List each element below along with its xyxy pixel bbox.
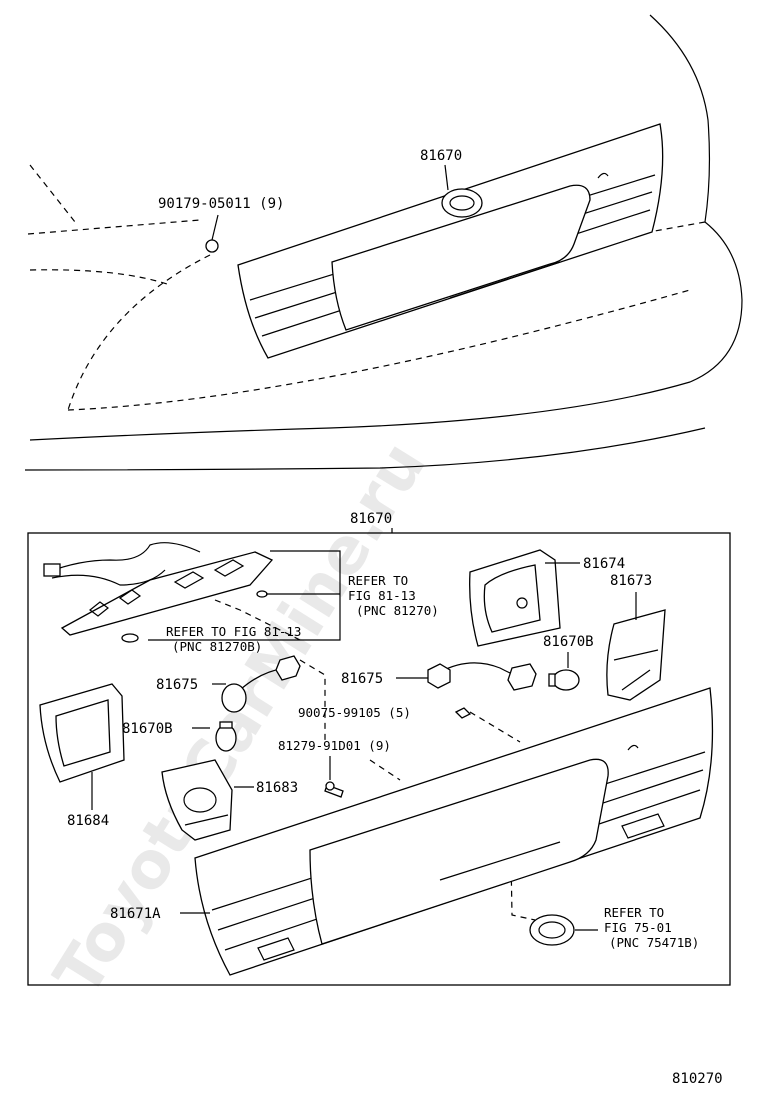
label-gasket-right: 81674: [583, 556, 625, 572]
top-emblem: [441, 188, 483, 218]
refer-bulb-line2: (PNC 81270B): [172, 639, 262, 654]
lamp-harness: [43, 542, 274, 643]
refer-emblem-line3: (PNC 75471B): [609, 935, 699, 950]
diagram-number: 810270: [672, 1071, 723, 1087]
label-bulb-right: 81670B: [543, 634, 594, 650]
refer-lamp-line2: FIG 81-13: [348, 588, 416, 603]
bolt: [324, 781, 344, 798]
top-license-garnish: [237, 123, 664, 359]
top-nut: [205, 214, 219, 253]
socket-right: [427, 662, 537, 691]
label-gasket-left: 81684: [67, 813, 109, 829]
vehicle-rear-outline: [24, 14, 743, 471]
refer-bulb-line1: REFER TO FIG 81-13: [166, 624, 301, 639]
gasket-left: [39, 683, 125, 783]
label-bolt: 81279-91D01 (9): [278, 738, 391, 753]
garnish-panel: [194, 687, 714, 976]
label-lamp-left: 81683: [256, 780, 298, 796]
refer-lamp-line1: REFER TO: [348, 573, 408, 588]
refer-lamp-line3: (PNC 81270): [356, 603, 439, 618]
label-screw: 90075-99105 (5): [298, 705, 411, 720]
label-garnish: 81671A: [110, 906, 161, 922]
emblem: [529, 914, 575, 946]
label-bulb-left: 81670B: [122, 721, 173, 737]
bulb-left: [215, 721, 237, 752]
screw: [454, 707, 472, 719]
refer-emblem-line1: REFER TO: [604, 905, 664, 920]
assembly-label: 81670: [350, 511, 392, 527]
socket-left: [221, 655, 301, 713]
label-socket-left: 81675: [156, 677, 198, 693]
top-nut-label: 90179-05011 (9): [158, 196, 284, 212]
gasket-right: [469, 549, 561, 647]
lamp-left: [161, 759, 233, 841]
label-socket-right: 81675: [341, 671, 383, 687]
top-garnish-label: 81670: [420, 148, 462, 164]
refer-emblem-line2: FIG 75-01: [604, 920, 672, 935]
label-lamp-right: 81673: [610, 573, 652, 589]
detail-frame: [27, 532, 731, 986]
lamp-right: [606, 609, 666, 701]
bulb-right: [548, 669, 580, 691]
